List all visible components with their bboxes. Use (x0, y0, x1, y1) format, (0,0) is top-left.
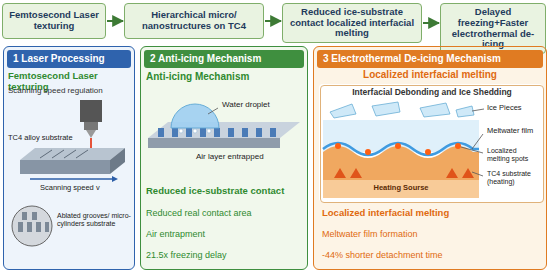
heating-band (323, 180, 479, 198)
heat-arrows (334, 168, 474, 178)
leader-line (208, 108, 218, 114)
annotation: Water droplet (222, 100, 302, 109)
air-pockets (179, 129, 211, 133)
ice-pieces (330, 102, 474, 118)
flow-arrow (423, 22, 439, 24)
annotation: -44% shorter detachment time (322, 250, 542, 260)
flow-arrow (107, 20, 123, 22)
annotation: Reduced real contact area (146, 208, 304, 218)
ablated-grooves (40, 150, 88, 158)
annotation: TC4 substrate (heating) (487, 170, 541, 186)
annotation: Heating Sourse (366, 184, 436, 193)
panel-ground (140, 46, 308, 270)
flow-arrow (265, 20, 281, 22)
panel-ground (3, 46, 135, 270)
micro-pillars (158, 128, 276, 137)
annotation: Reduced ice-substrate contact (146, 186, 304, 197)
annotation: Anti-icing Mechanism (146, 71, 304, 83)
box-label: Reduced ice-substrate contact localized … (287, 7, 417, 39)
annotation: TC4 alloy substrate (8, 134, 78, 143)
annotation: Ice Pieces (487, 104, 541, 113)
tc4-substrate (323, 146, 479, 198)
box-label: Delayed freezing+Faster electrothermal d… (445, 7, 541, 50)
annotation: Scanning speed regulation (8, 86, 132, 95)
process-box: Femtosecond Laser texturing (2, 3, 106, 39)
annotation: Air entrapment (146, 229, 304, 239)
panel-ground (313, 46, 547, 270)
annotation: Ablated grooves/ micro-cylinders substra… (57, 212, 131, 228)
laser-head (80, 100, 102, 122)
annotation: 21.5x freezing delay (146, 250, 304, 260)
micro-cylinders (18, 212, 49, 232)
panel-header: 2 Anti-icing Mechanism (144, 50, 304, 68)
annotation: Localized melting spots (487, 147, 541, 163)
laser-lens (84, 122, 98, 130)
inset-box: Interfacial Debonding and Ice Shedding (320, 85, 544, 203)
leader-lines (461, 109, 484, 176)
laser-nozzle (86, 130, 96, 138)
substrate-top (20, 148, 125, 160)
scan-arrow (30, 178, 112, 180)
meltwater-film (323, 143, 479, 155)
annotation: Scanning speed v (40, 184, 130, 193)
annotation: Localized interfacial melting (322, 208, 542, 219)
water-droplet (171, 104, 219, 128)
inset-ground (319, 84, 543, 202)
inset-title: Interfacial Debonding and Ice Shedding (321, 86, 543, 98)
annotation: Localized interfacial melting (313, 69, 547, 81)
box-label: Femtosecond Laser texturing (7, 10, 101, 31)
box-label: Hierarchical micro/ nanostructures on TC… (129, 10, 259, 31)
annotation: Meltwater film formation (322, 229, 542, 239)
scan-arrowhead (112, 176, 118, 182)
annotation: Meltwater film (487, 127, 541, 136)
magnified-view (12, 206, 52, 246)
annotation: Air layer entrapped (196, 152, 296, 161)
substrate-side (110, 148, 125, 174)
melting-spots (335, 143, 461, 155)
panel-header: 1 Laser Processing (7, 50, 131, 68)
process-box: Reduced ice-substrate contact localized … (282, 3, 422, 43)
process-box: Hierarchical micro/ nanostructures on TC… (124, 3, 264, 39)
substrate-front (20, 160, 110, 174)
plate-front (148, 138, 280, 148)
panel-header: 3 Electrothermal De-icing Mechanism (317, 50, 543, 68)
